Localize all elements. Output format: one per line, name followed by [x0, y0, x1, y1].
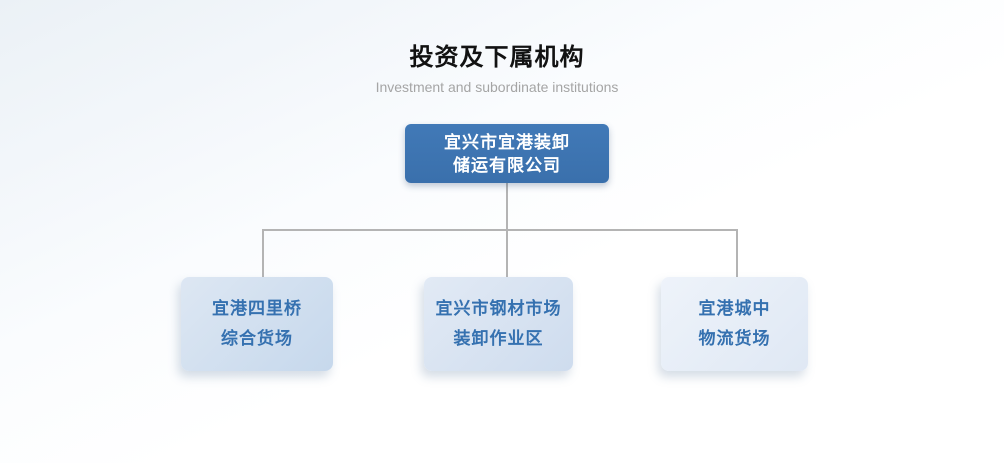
connector-drop-left	[262, 231, 264, 277]
org-child-name-line2: 物流货场	[698, 329, 771, 348]
org-root-node: 宜兴市宜港装卸 储运有限公司	[405, 124, 609, 183]
connector-drop-right	[736, 231, 738, 277]
page-subtitle: Investment and subordinate institutions	[375, 79, 619, 95]
page-title: 投资及下属机构	[409, 44, 585, 71]
org-child-node: 宜港四里桥 综合货场	[181, 277, 333, 371]
section-header: 投资及下属机构 Investment and subordinate insti…	[0, 44, 999, 96]
org-root-name-line1: 宜兴市宜港装卸	[444, 132, 570, 152]
org-child-name-line2: 装卸作业区	[453, 329, 544, 348]
org-root-name-line2: 储运有限公司	[453, 155, 561, 175]
connector-crossbar	[262, 229, 738, 231]
org-child-name-line1: 宜兴市钢材市场	[435, 299, 562, 318]
org-child-node: 宜兴市钢材市场 装卸作业区	[424, 277, 573, 371]
org-child-node: 宜港城中 物流货场	[661, 277, 808, 371]
org-child-name-line1: 宜港城中	[698, 299, 771, 318]
org-child-name-line2: 综合货场	[221, 329, 293, 348]
org-child-name-line1: 宜港四里桥	[212, 299, 302, 318]
